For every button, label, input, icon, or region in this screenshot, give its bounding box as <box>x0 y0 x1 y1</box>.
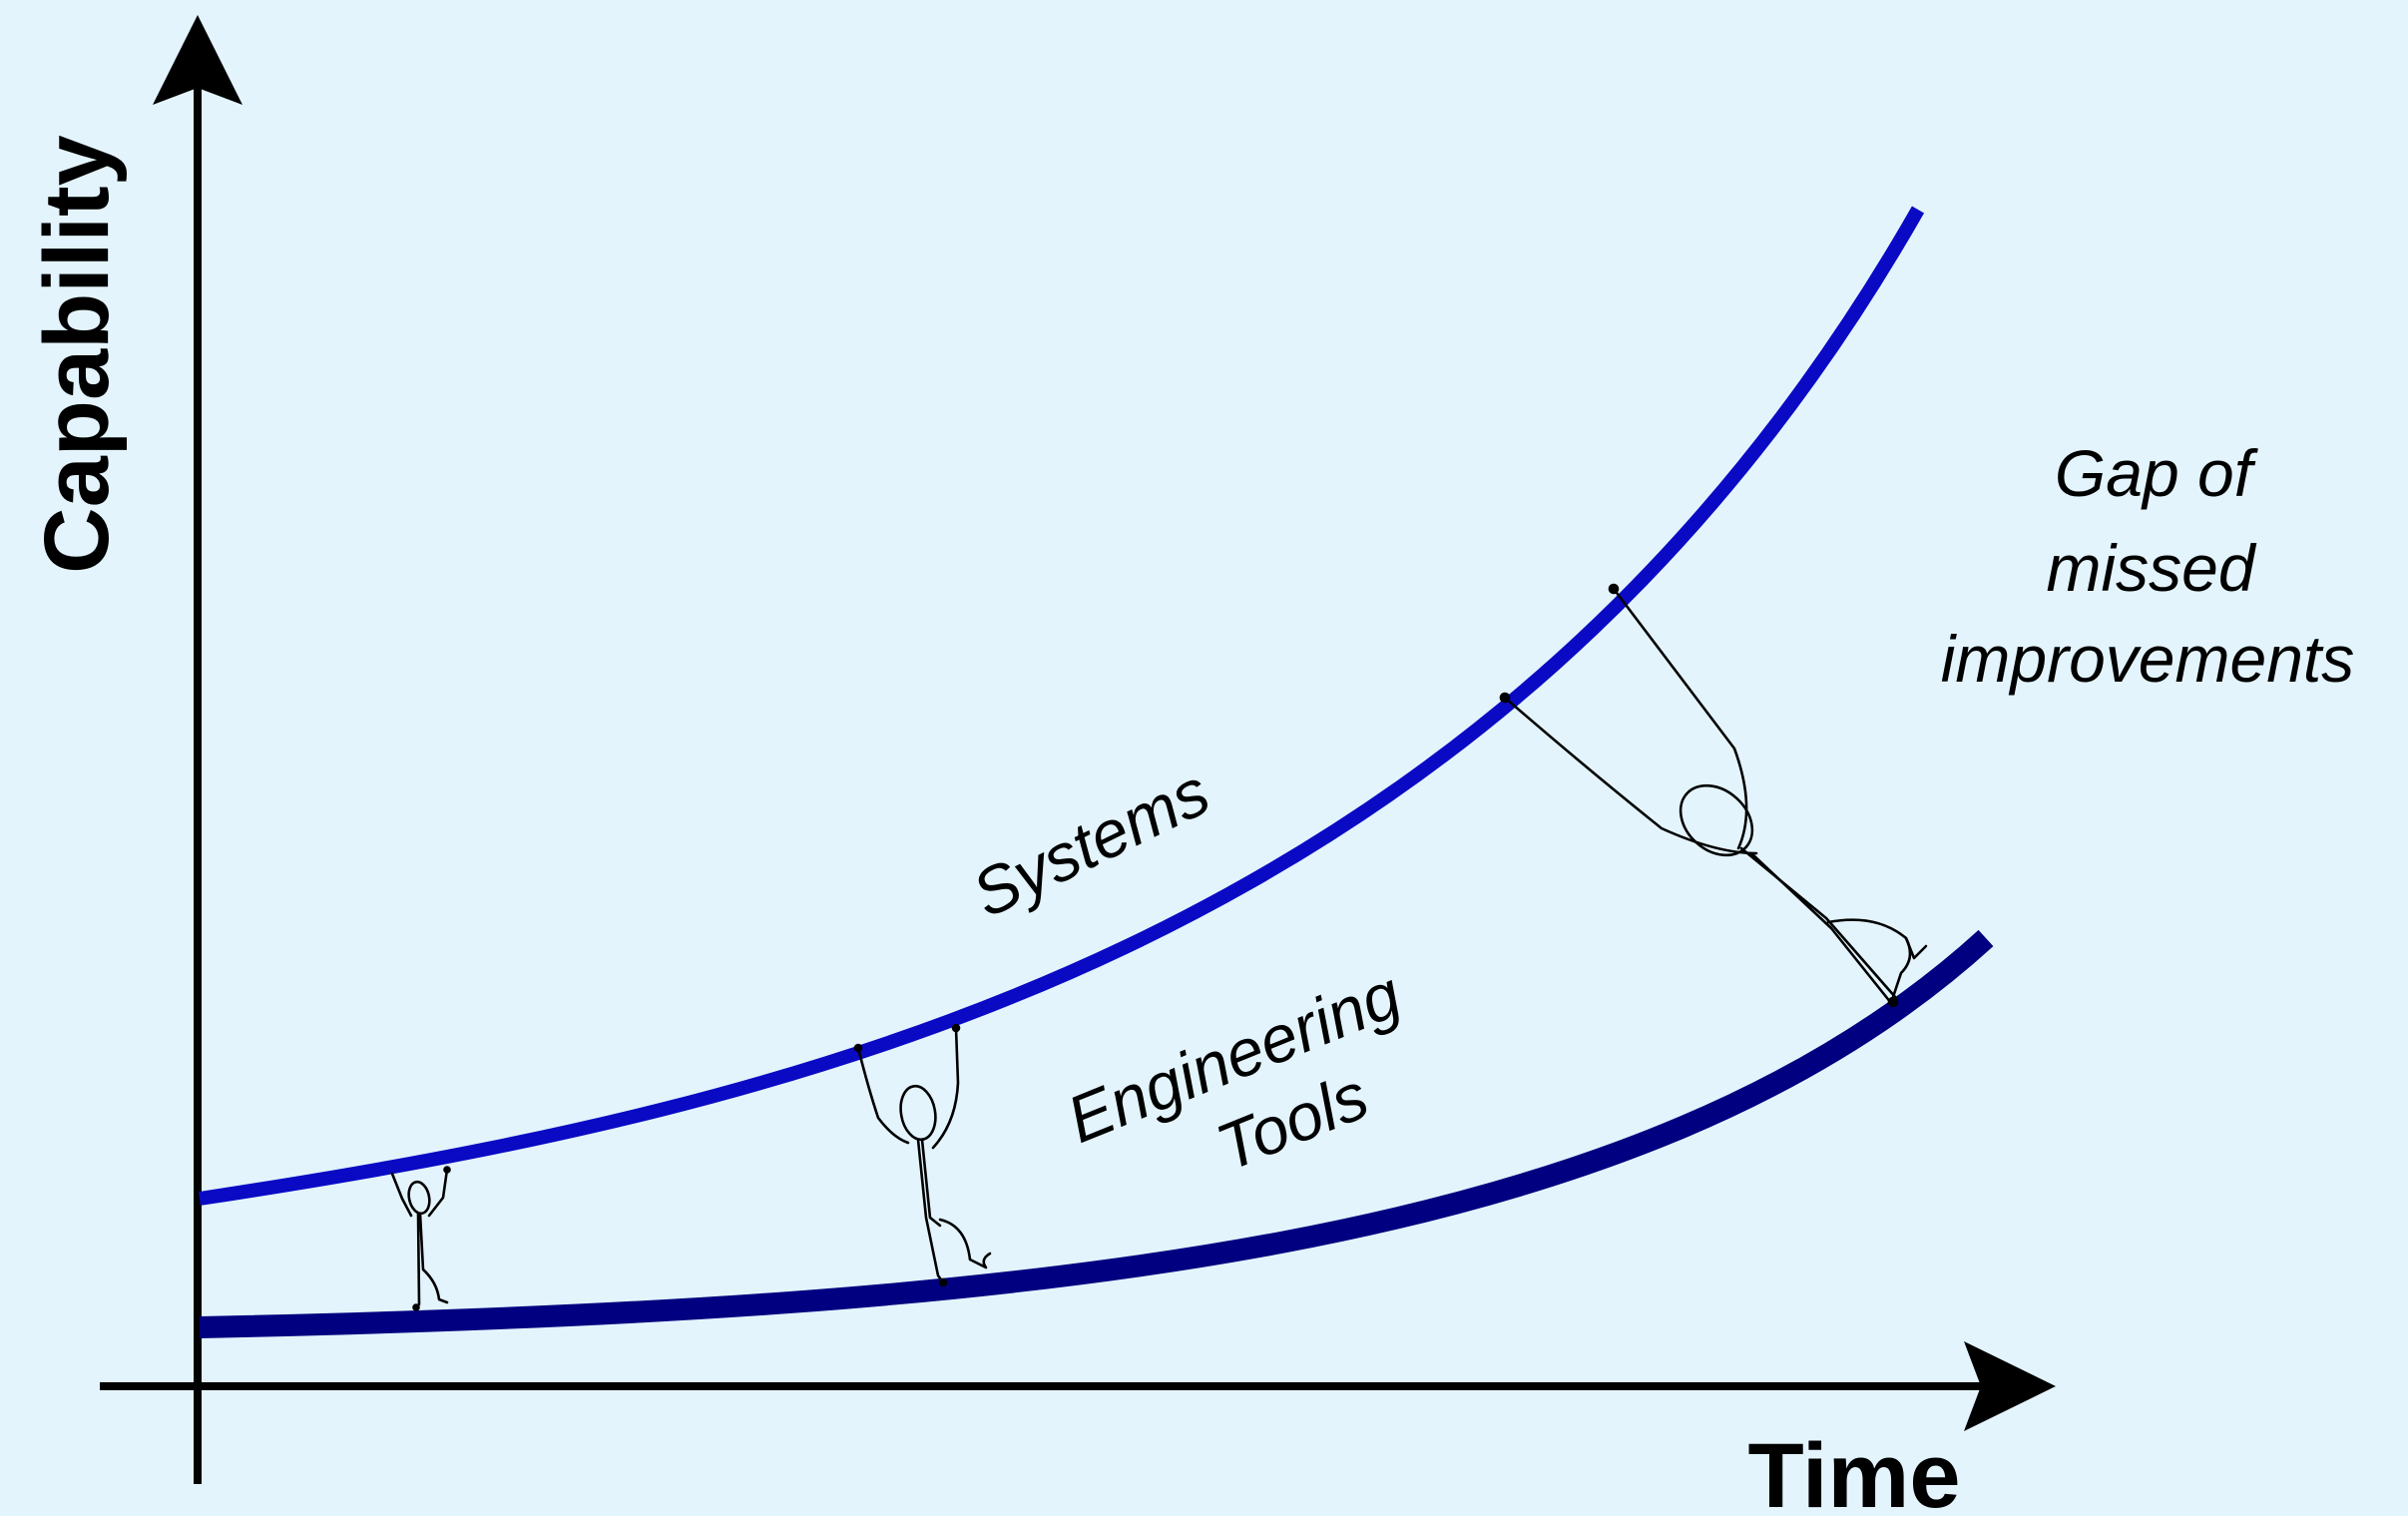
x-axis-title: Time <box>1747 1425 1960 1516</box>
gap-annotation-line3: improvements <box>1941 622 2354 696</box>
x-axis-arrowhead <box>1964 1341 2056 1431</box>
engineering-tools-label: Engineering Tools <box>1057 956 1411 1185</box>
systems-label: Systems <box>961 755 1220 931</box>
stick-figure-large <box>1499 583 1928 1008</box>
engineering-tools-curve <box>199 929 1994 1338</box>
gap-annotation-line1: Gap of <box>2055 436 2259 510</box>
stick-figure-medium <box>853 1023 992 1287</box>
stick-figure-small <box>390 1166 451 1311</box>
systems-curve <box>198 206 1925 1206</box>
gap-annotation-line2: missed <box>2046 531 2256 605</box>
y-axis-title: Capability <box>26 135 128 574</box>
y-axis-arrowhead <box>153 15 242 105</box>
gap-annotation: Gap of missed improvements <box>1941 436 2354 696</box>
